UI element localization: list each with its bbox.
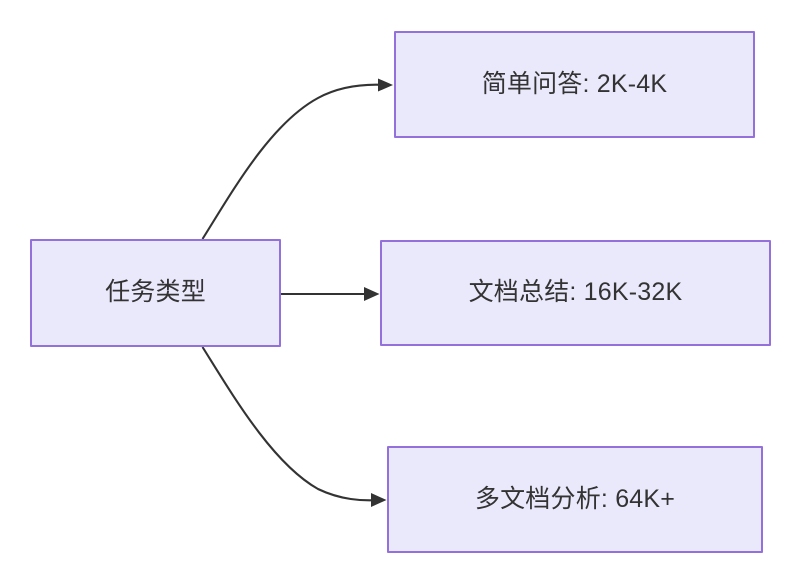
edge-path-root-to-child-2 [201,346,380,502]
edge-path-root-to-child-0 [201,83,387,240]
node-simple-qa[interactable]: 简单问答: 2K-4K [394,31,755,138]
edge-root-to-child-2 [201,346,387,507]
node-multi-document-analysis-label: 多文档分析: 64K+ [474,484,676,513]
arrowhead-right-icon [378,78,393,92]
node-document-summary[interactable]: 文档总结: 16K-32K [380,240,771,346]
node-root-label: 任务类型 [105,278,206,307]
edge-root-to-child-1 [281,287,380,301]
edge-root-to-child-0 [201,78,393,240]
node-simple-qa-label: 简单问答: 2K-4K [481,69,668,98]
arrowhead-right-icon [371,493,387,507]
node-root-task-type[interactable]: 任务类型 [30,239,281,347]
node-multi-document-analysis[interactable]: 多文档分析: 64K+ [387,446,763,553]
node-document-summary-label: 文档总结: 16K-32K [468,278,683,307]
arrowhead-right-icon [364,287,380,301]
